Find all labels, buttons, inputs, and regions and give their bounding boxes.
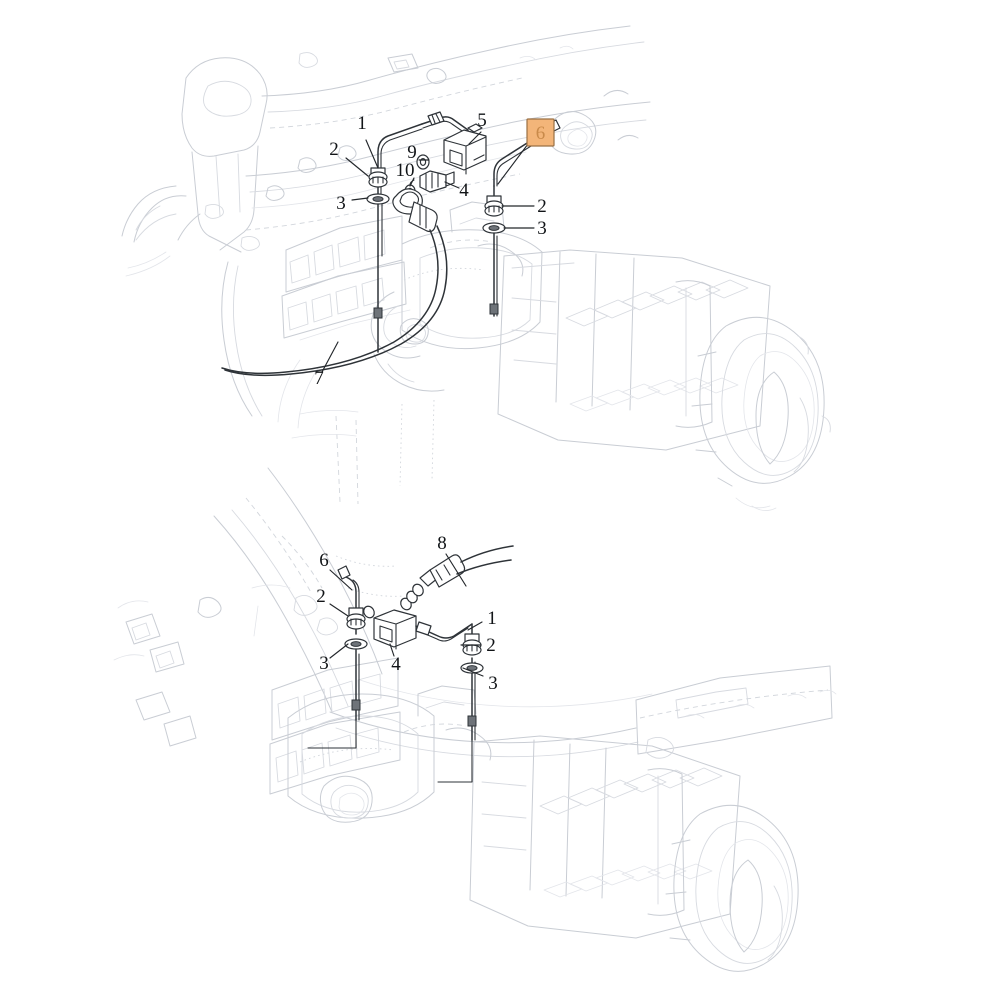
hose-8-fittings [363, 545, 514, 619]
valve-block-4-lower [373, 609, 417, 650]
callout-5-upper[interactable]: 5 [477, 110, 487, 131]
callout-2-lower-left[interactable]: 2 [316, 586, 326, 607]
callout-6-lower[interactable]: 6 [319, 550, 329, 571]
washer-3-upper-left [366, 193, 390, 205]
callout-1-lower[interactable]: 1 [487, 608, 497, 629]
lower-callout-labels: 6 8 2 3 4 1 2 3 [316, 533, 498, 694]
callout-9-upper[interactable]: 9 [407, 142, 417, 163]
upper-callout-labels: 1 2 3 5 9 10 4 2 3 7 [314, 110, 547, 389]
upper-callout-leaders [321, 131, 535, 373]
callout-3-lower-right[interactable]: 3 [488, 673, 498, 694]
callout-4-lower[interactable]: 4 [391, 654, 401, 675]
hose-7-assembly [221, 188, 448, 377]
callout-4-upper[interactable]: 4 [459, 180, 469, 201]
callout-2-lower-right[interactable]: 2 [486, 635, 496, 656]
valve-block-5 [443, 123, 487, 175]
callout-2-upper-right[interactable]: 2 [537, 196, 547, 217]
highlight-label-6: 6 [536, 123, 546, 144]
fitting-2-upper-left [368, 167, 388, 188]
callout-3-lower-left[interactable]: 3 [319, 653, 329, 674]
highlighted-callout-6[interactable]: 6 [526, 118, 555, 147]
callout-1-upper[interactable]: 1 [357, 113, 367, 134]
lower-brake-line-parts [307, 545, 514, 783]
tube-6-lower-end [337, 565, 351, 580]
callout-3-upper-left[interactable]: 3 [336, 193, 346, 214]
tube-coupling-upper [427, 111, 445, 126]
highlight-box-6[interactable] [526, 118, 555, 147]
callout-8-lower[interactable]: 8 [437, 533, 447, 554]
upper-brake-line-parts [221, 111, 561, 377]
callout-10-upper[interactable]: 10 [396, 160, 415, 181]
lower-chassis-ghost [113, 467, 837, 972]
washer-3-lower-left [344, 638, 368, 650]
callout-7-upper[interactable]: 7 [314, 368, 324, 389]
callout-3-upper-right[interactable]: 3 [537, 218, 547, 239]
lower-callout-leaders [329, 553, 484, 677]
oring-9 [416, 154, 430, 170]
callout-2-upper-left[interactable]: 2 [329, 139, 339, 160]
fitting-2-upper-right [484, 195, 504, 217]
washer-3-upper-right [482, 222, 506, 234]
fitting-2-lower-left [346, 607, 366, 630]
tube-1-lower-coupling [415, 621, 432, 636]
washer-3-lower-right [460, 662, 484, 674]
